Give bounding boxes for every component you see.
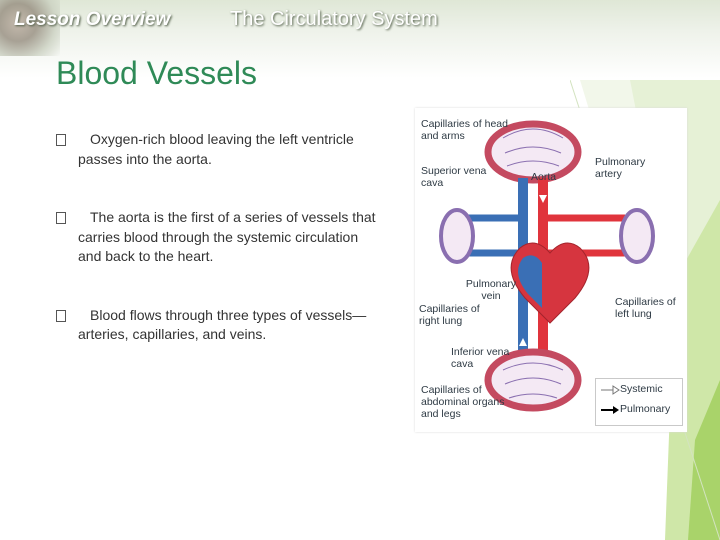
label-cap-right-lung: Capillaries of right lung — [419, 303, 480, 327]
slide-title: Blood Vessels — [56, 55, 258, 91]
label-pulmonary-vein: Pulmonary vein — [465, 278, 517, 302]
bullet-box-icon — [56, 309, 66, 322]
label-cap-left-lung: Capillaries of left lung — [615, 296, 676, 320]
topic-title: The Circulatory System — [230, 8, 438, 30]
header-band — [0, 0, 720, 78]
bullet-box-icon — [56, 134, 66, 146]
legend: Systemic Pulmonary — [595, 378, 683, 426]
circulation-illustration — [439, 120, 655, 412]
flow-arrow — [519, 338, 527, 346]
capillary-right-lung — [439, 208, 475, 264]
capillary-head-arms — [484, 120, 582, 184]
label-cap-head-arms: Capillaries of head and arms — [421, 118, 508, 142]
label-aorta: Aorta — [531, 171, 557, 183]
flow-arrow — [539, 195, 547, 203]
lesson-label: Lesson Overview — [14, 9, 171, 30]
heart-right-side — [518, 255, 542, 308]
bullet-list: Oxygen-rich blood leaving the left ventr… — [56, 130, 376, 384]
label-cap-abdominal: Capillaries of abdominal organs and legs — [421, 384, 505, 420]
systemic-arrow-icon — [601, 385, 620, 395]
legend-pulmonary: Pulmonary — [620, 403, 671, 415]
bullet-text: Oxygen-rich blood leaving the left ventr… — [78, 131, 354, 167]
legend-systemic: Systemic — [620, 383, 663, 395]
capillary-head-mesh — [502, 128, 564, 167]
capillary-abdominal — [484, 348, 582, 412]
circulatory-diagram: Capillaries of head and arms Superior ve… — [415, 108, 687, 432]
right-lung-branch — [463, 214, 523, 257]
bullet-text: Blood flows through three types of vesse… — [78, 306, 367, 343]
bullet-item: Oxygen-rich blood leaving the left ventr… — [56, 130, 376, 169]
bullet-box-icon — [56, 212, 66, 224]
label-pulmonary-artery: Pulmonary artery — [595, 156, 646, 180]
capillary-left-lung — [619, 208, 655, 264]
bullet-item: The aorta is the first of a series of ve… — [56, 208, 376, 267]
capillary-abdominal-mesh — [502, 362, 564, 399]
bullet-text: The aorta is the first of a series of ve… — [78, 209, 376, 264]
header-photo — [0, 0, 60, 56]
label-inferior-vena-cava: Inferior vena cava — [451, 346, 510, 370]
bullet-item: Blood flows through three types of vesse… — [56, 306, 376, 345]
label-superior-vena-cava: Superior vena cava — [421, 165, 487, 189]
pulmonary-arrow-icon — [601, 406, 619, 414]
